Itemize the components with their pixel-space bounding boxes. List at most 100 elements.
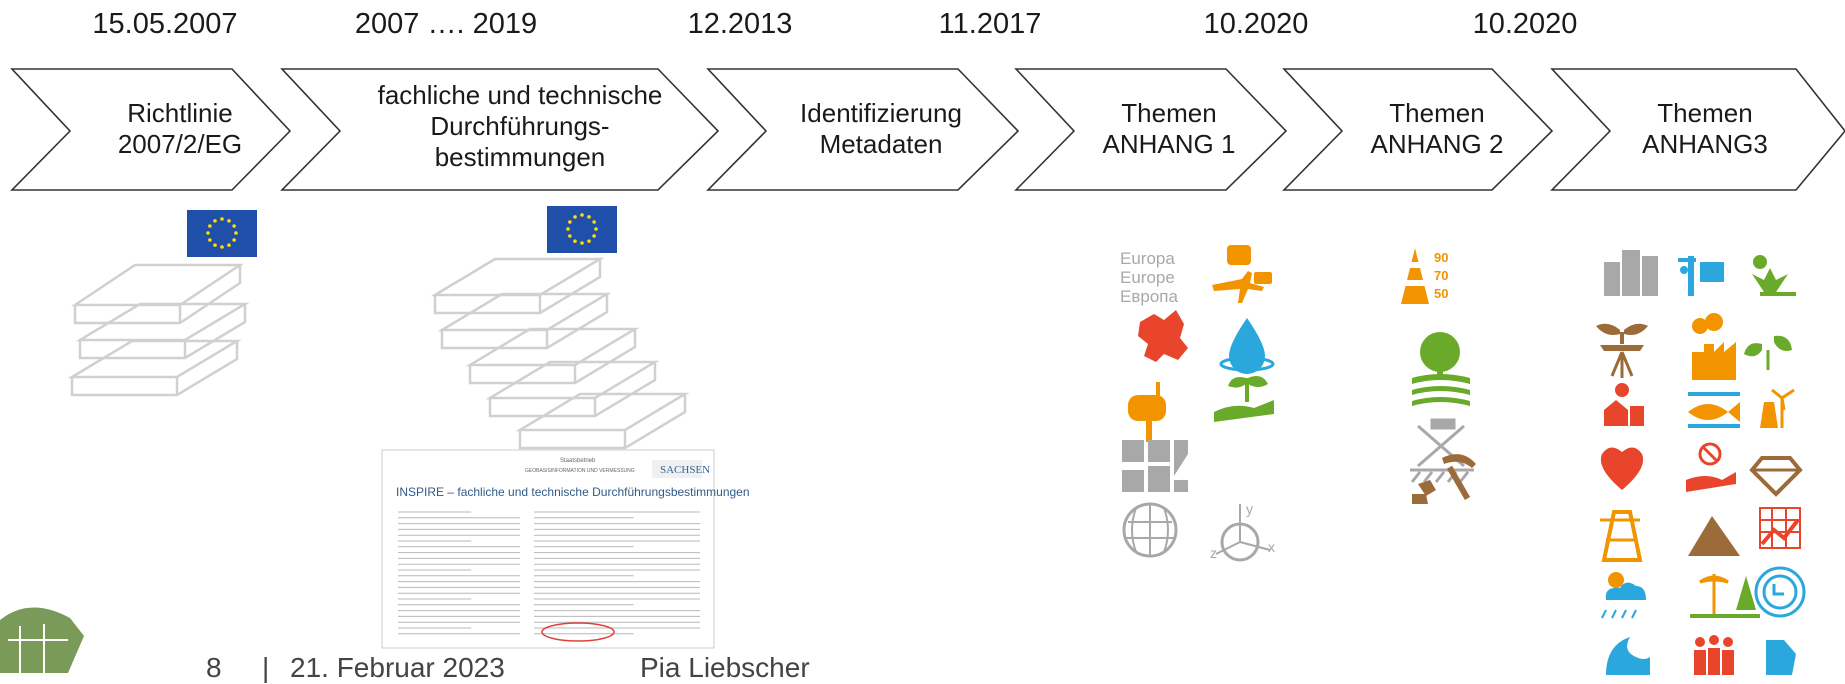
industry-icon <box>1692 313 1736 380</box>
doc-header-small-2: GEOBASISINFORMATION UND VERMESSUNG <box>525 468 635 474</box>
terrain-icon <box>1688 516 1740 556</box>
farm-icon <box>1604 383 1644 426</box>
fish-icon <box>1688 392 1740 428</box>
chevron-6 <box>1550 68 1845 191</box>
doc-title: INSPIRE – fachliche und technische Durch… <box>396 485 750 499</box>
europe-map-icon <box>1138 310 1188 362</box>
eu-star <box>213 219 217 223</box>
hazard-hand-icon <box>1686 442 1736 492</box>
eu-star <box>573 239 577 243</box>
date-4: 11.2017 <box>938 8 1042 40</box>
footer-date: 21. Februar 2023 <box>290 652 505 683</box>
annex1-icons <box>1122 245 1275 562</box>
date-3: 12.2013 <box>687 8 793 40</box>
eu-star <box>592 234 596 238</box>
eu-star <box>232 238 236 242</box>
transport-icon <box>1212 245 1272 303</box>
landcover-icon <box>1412 332 1470 406</box>
utility-tower-icon <box>1600 510 1643 562</box>
eu-star <box>208 238 212 242</box>
eu-star <box>220 245 224 249</box>
level-50: 50 <box>1434 286 1448 301</box>
date-1: 15.05.2007 <box>92 8 238 40</box>
eu-star <box>213 243 217 247</box>
level-90: 90 <box>1434 250 1448 265</box>
annex3-icons <box>1596 250 1806 675</box>
eu-star <box>568 234 572 238</box>
europa-text-3: Европа <box>1120 287 1178 306</box>
europa-text-2: Europe <box>1120 268 1175 287</box>
date-2: 2007 …. 2019 <box>354 8 538 40</box>
date-6: 10.2020 <box>1472 8 1578 40</box>
footer-separator: | <box>262 652 270 683</box>
footer-page: 8 <box>206 652 222 683</box>
biodiversity-icon <box>1744 335 1792 370</box>
geology-icon <box>1412 454 1476 504</box>
plant-hand-icon <box>1214 376 1274 422</box>
chevron-2 <box>280 68 720 191</box>
logo-icon <box>0 607 84 675</box>
population-icon <box>1694 635 1734 675</box>
elevation-icon <box>1399 248 1431 304</box>
eu-star <box>234 231 238 235</box>
eu-star <box>566 227 570 231</box>
doc-header-small-1: Staatsbetrieb <box>560 458 596 464</box>
eu-star <box>227 219 231 223</box>
meteorology-icon <box>1601 572 1646 619</box>
energy-icon <box>1760 388 1795 428</box>
eu-flag-icon <box>187 210 257 257</box>
orthoimage-icon <box>1410 418 1474 483</box>
ocean-region-icon <box>1754 566 1806 618</box>
soil-icon <box>1596 323 1648 378</box>
eu-star <box>594 227 598 231</box>
chevron-5 <box>1282 68 1554 191</box>
eu-star <box>568 220 572 224</box>
mineral-icon <box>1749 456 1803 497</box>
mailbox-icon <box>1128 382 1166 442</box>
statistics-icon <box>1759 507 1801 549</box>
europa-text-1: Europa <box>1120 249 1175 268</box>
sea-region-icon <box>1766 640 1796 675</box>
eu-star <box>208 224 212 228</box>
eu-flag-icon-2 <box>547 206 617 253</box>
bio-region-icon <box>1690 574 1760 618</box>
eu-star <box>232 224 236 228</box>
habitat-icon <box>1752 255 1796 296</box>
sea-icon <box>1606 637 1650 675</box>
annex2-icons <box>1399 248 1476 504</box>
weather-station-icon <box>1678 256 1724 296</box>
eu-star <box>592 220 596 224</box>
eu-star <box>580 213 584 217</box>
document-thumbnail <box>381 449 715 649</box>
footer-author: Pia Liebscher <box>640 652 810 683</box>
chevron-3 <box>706 68 1020 191</box>
chevron-4 <box>1014 68 1288 191</box>
eu-star <box>580 241 584 245</box>
parcels-icon <box>1122 440 1188 492</box>
chevron-1 <box>10 68 292 191</box>
axis-z: z <box>1210 545 1217 561</box>
date-5: 10.2020 <box>1203 8 1309 40</box>
axis-x: x <box>1268 539 1275 555</box>
eu-star <box>227 243 231 247</box>
level-70: 70 <box>1434 268 1448 283</box>
eu-star <box>587 215 591 219</box>
book-stack-icon <box>67 263 250 397</box>
health-icon <box>1600 447 1644 490</box>
eu-star <box>573 215 577 219</box>
eu-star <box>220 217 224 221</box>
eu-star <box>587 239 591 243</box>
buildings-icon <box>1604 250 1658 296</box>
doc-brand: SACHSEN <box>660 464 710 476</box>
eu-star <box>206 231 210 235</box>
water-drop-icon <box>1229 318 1265 374</box>
axis-y: y <box>1246 501 1253 517</box>
book-stack-icon-2 <box>430 257 690 450</box>
